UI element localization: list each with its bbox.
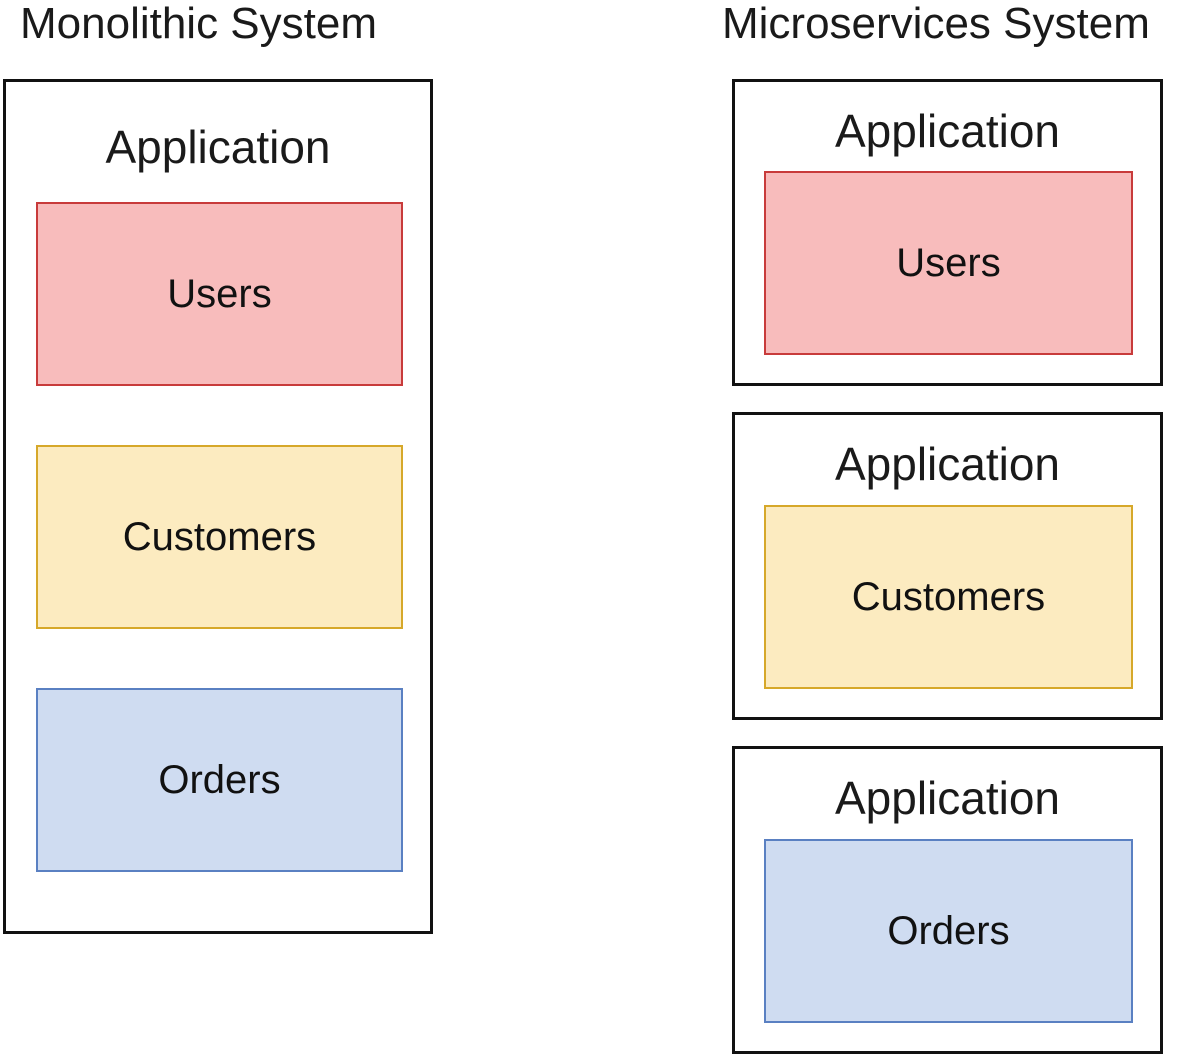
monolithic-heading: Monolithic System [20,0,378,48]
microservice-users-application-box: Application Users [732,79,1163,386]
microservices-heading: Microservices System [722,0,1150,48]
microservice-orders-application-box: Application Orders [732,746,1163,1054]
microservice-application-title: Application [834,105,1061,157]
monolithic-application-title: Application [105,121,331,173]
microservice-orders-module: Orders [764,839,1133,1023]
microservice-application-title: Application [834,438,1061,490]
monolithic-customers-module: Customers [36,445,403,629]
monolithic-application-box: Application Users Customers Orders [3,79,433,934]
monolithic-users-module: Users [36,202,403,386]
microservice-application-title: Application [834,772,1061,824]
microservice-users-module: Users [764,171,1133,355]
microservice-customers-module: Customers [764,505,1133,689]
microservice-customers-application-box: Application Customers [732,412,1163,720]
monolithic-orders-module: Orders [36,688,403,872]
